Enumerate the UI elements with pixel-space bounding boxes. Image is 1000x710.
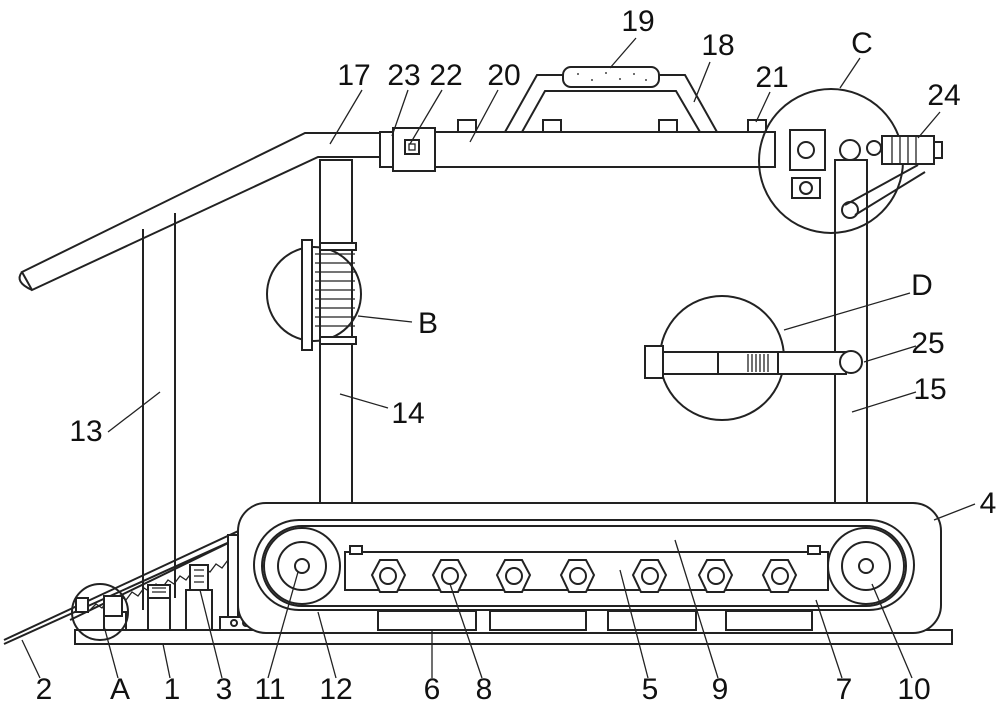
callout-15: 15 [913,373,947,406]
callout-2: 2 [35,673,53,706]
callout-b: B [417,307,439,340]
callout-d: D [911,269,933,302]
detail-circle-b [266,239,362,351]
leader-lines [21,37,976,679]
top-beam [379,119,776,172]
callout-9: 9 [711,673,729,706]
callout-24: 24 [927,79,961,112]
callout-18: 18 [701,29,735,62]
callout-11: 11 [254,673,286,706]
callout-4: 4 [979,487,997,520]
callout-10: 10 [897,673,931,706]
callout-25: 25 [911,327,945,360]
callout-5: 5 [641,673,659,706]
vertical-posts [319,159,868,506]
callout-14: 14 [391,397,425,430]
top-handle [504,66,718,133]
floor-blocks [377,610,813,631]
callout-12: 12 [319,673,353,706]
callout-19: 19 [621,5,655,38]
callout-1: 1 [163,673,181,706]
ramp-supports [103,534,261,631]
detail-circle-a [71,583,129,641]
callout-a: A [109,673,131,706]
callout-17: 17 [337,59,371,92]
callout-8: 8 [475,673,493,706]
callout-3: 3 [215,673,233,706]
callout-6: 6 [423,673,441,706]
callout-7: 7 [835,673,853,706]
callout-22: 22 [429,59,463,92]
track-rollers [370,559,798,593]
callout-21: 21 [755,61,789,94]
callout-13: 13 [69,415,103,448]
callout-c: C [851,27,873,60]
callout-23: 23 [387,59,421,92]
detail-circle-c [758,88,943,234]
detail-circle-d [644,295,863,421]
callout-20: 20 [487,59,521,92]
